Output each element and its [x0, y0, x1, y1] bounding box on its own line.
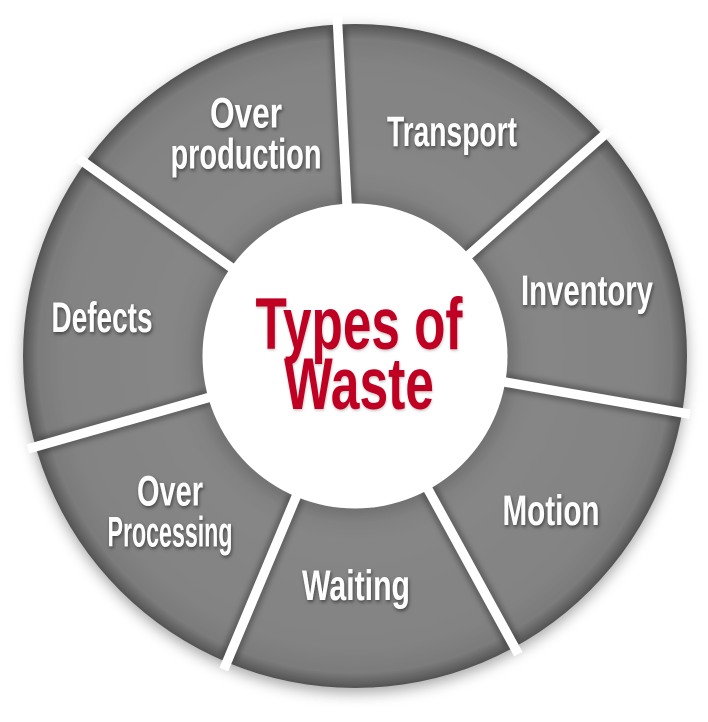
segment-label-over-processing: Over	[137, 468, 203, 516]
segment-divider	[26, 391, 215, 454]
center-title-line: Types of	[256, 284, 463, 365]
segment-label-over-production: Over	[210, 90, 282, 138]
center-circle	[202, 203, 508, 509]
segment-divider	[499, 376, 691, 419]
segment-label-waiting: Waiting	[302, 562, 410, 610]
segment-label-over-processing: Processing	[108, 509, 233, 557]
segment-label-transport: Transport	[387, 108, 517, 156]
segment-dividers	[26, 16, 691, 672]
segment-label-defects: Defects	[52, 294, 153, 342]
segment-label-inventory: Inventory	[521, 267, 653, 315]
segment-label-motion: Motion	[503, 487, 600, 535]
segment-labels: TransportInventoryMotionWaitingOverProce…	[52, 90, 654, 611]
segment-divider	[219, 490, 303, 672]
segment-divider	[332, 16, 353, 209]
segment-divider	[75, 154, 238, 275]
segment-divider	[421, 483, 523, 657]
center-title-line: Waste	[284, 344, 434, 425]
segment-label-over-production: production	[171, 131, 322, 179]
segment-divider	[462, 126, 613, 262]
